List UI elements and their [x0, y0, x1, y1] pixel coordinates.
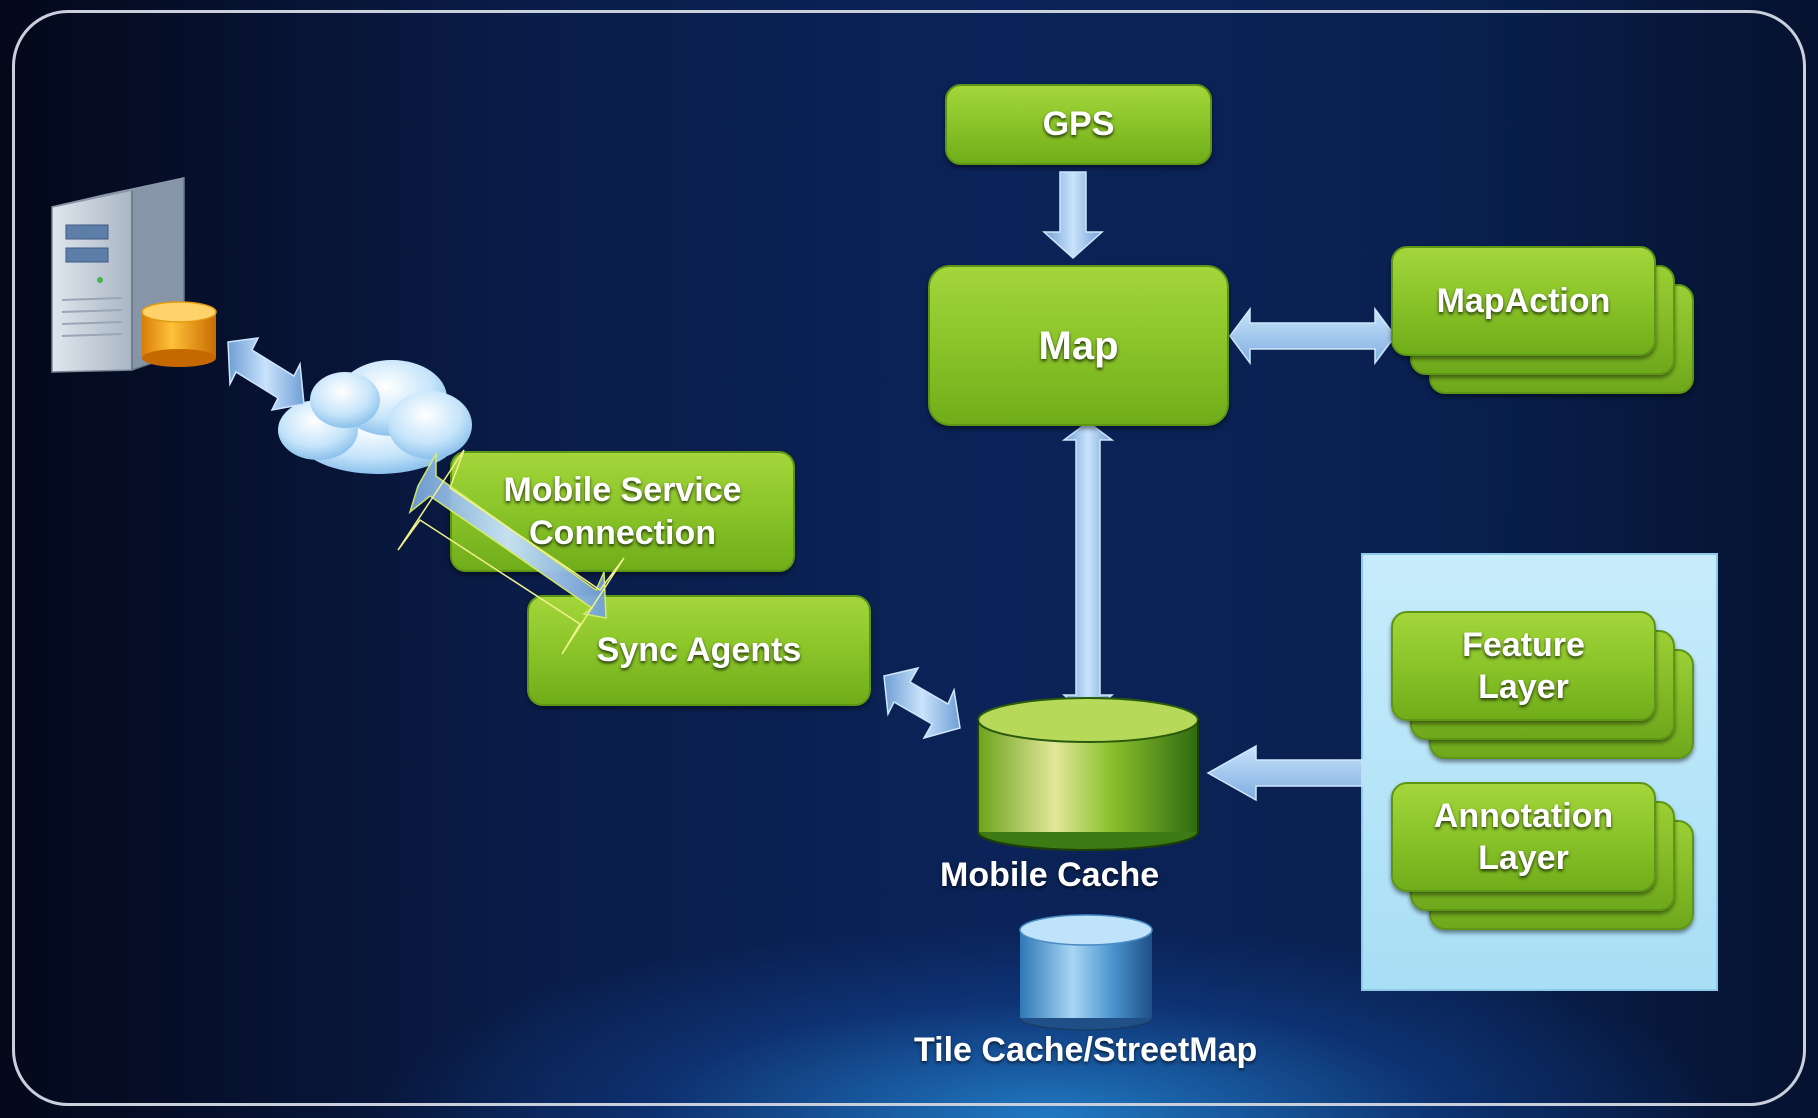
mobile-service-connection-line1: Mobile Service [503, 471, 742, 509]
annotation-layer-box: Annotation Layer [1391, 782, 1656, 892]
annotation-layer-line2: Layer [1478, 839, 1569, 877]
layers-cache-arrow [1206, 744, 1363, 802]
mobile-service-connection-box: Mobile Service Connection [450, 451, 795, 572]
feature-layer-line1: Feature [1462, 625, 1585, 664]
mapaction-box: MapAction [1391, 246, 1656, 356]
database-icon [141, 301, 217, 367]
cloud-icon [278, 360, 472, 474]
mapaction-label: MapAction [1436, 281, 1611, 320]
tile-cache-label: Tile Cache/StreetMap [914, 1031, 1258, 1069]
annotation-layer-line1: Annotation [1433, 796, 1614, 835]
feature-layer-stack: Feature Layer [1391, 611, 1694, 759]
cylinder-icon [1019, 914, 1153, 1031]
sync-cache-arrow [883, 666, 961, 740]
gps-label: GPS [1042, 105, 1115, 144]
mobile-cache-label: Mobile Cache [940, 856, 1160, 894]
cloud-sync-arrow [408, 451, 607, 619]
cloud-sync-outline [397, 449, 625, 655]
slide-frame [12, 10, 1806, 1106]
feature-layer-box: Feature Layer [1391, 611, 1656, 721]
feature-layer-line2: Layer [1478, 668, 1569, 706]
server-cloud-arrow [227, 337, 305, 412]
map-label: Map [1038, 323, 1119, 368]
mobile-cache-icon [977, 697, 1199, 851]
gps-box: GPS [945, 84, 1212, 165]
map-box: Map [928, 265, 1229, 426]
sync-agents-label: Sync Agents [596, 631, 802, 670]
gps-map-arrow [1042, 171, 1104, 260]
mobile-service-connection-line2: Connection [529, 513, 716, 552]
mapaction-stack: MapAction [1391, 246, 1694, 394]
annotation-layer-stack: Annotation Layer [1391, 782, 1694, 930]
